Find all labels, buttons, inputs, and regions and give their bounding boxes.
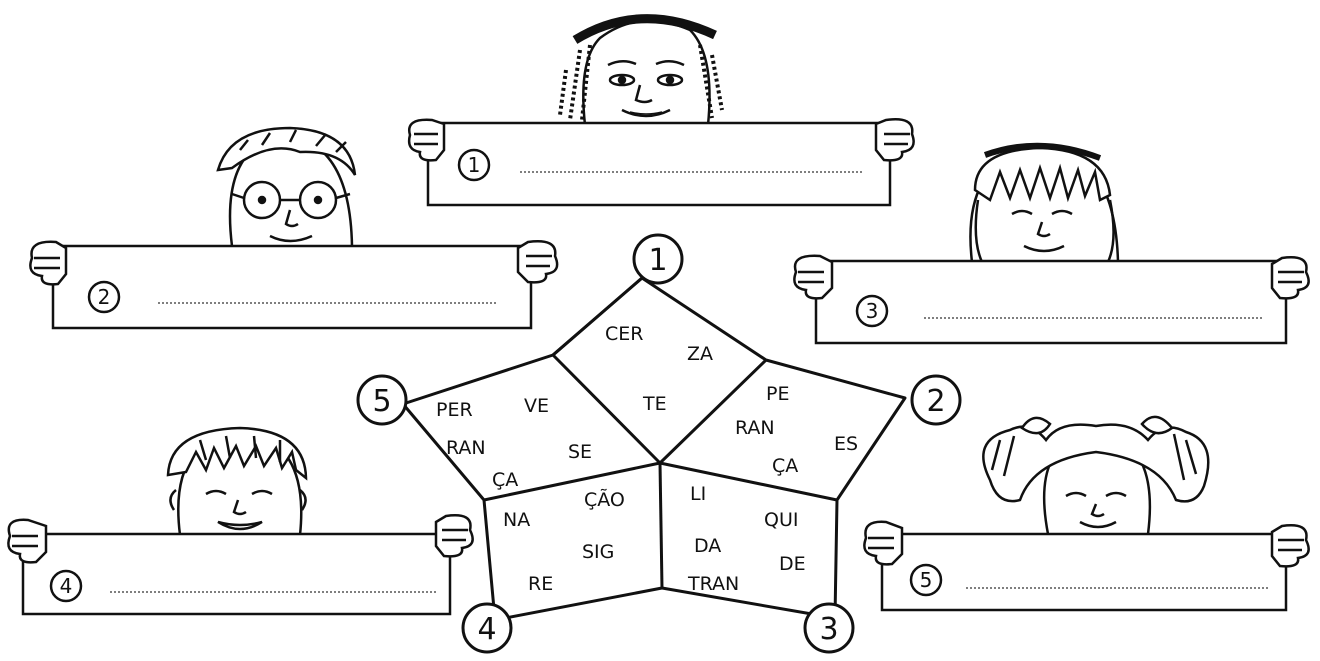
- star-region-5: PER VE RAN SE ÇA: [436, 395, 592, 491]
- syllable: SIG: [582, 541, 614, 563]
- child-2-number: 2: [98, 285, 111, 309]
- star-region-2: PE RAN ES ÇA: [735, 383, 858, 477]
- child-1-face: [558, 14, 724, 126]
- child-2: 2: [29, 126, 559, 330]
- child-5-face: [982, 415, 1210, 535]
- child-3-face: [969, 142, 1120, 263]
- syllable: ES: [834, 433, 858, 455]
- syllable: CER: [605, 323, 643, 345]
- child-4-sign: [21, 532, 452, 616]
- syllable-star: 1 2 3 4 5 CER ZA TE PE RAN ES ÇA: [356, 233, 962, 654]
- child-1: 1: [407, 14, 915, 207]
- child-5: 5: [863, 415, 1310, 612]
- star-point-2: 2: [910, 374, 962, 426]
- child-2-sign: [51, 244, 533, 330]
- child-5-hands: [863, 520, 1310, 568]
- child-4-hands: [7, 514, 474, 564]
- star-point-3: 3: [803, 602, 855, 654]
- syllable: RAN: [735, 417, 775, 439]
- star-point-5-label: 5: [372, 384, 391, 419]
- star-point-4-label: 4: [477, 612, 496, 647]
- child-3-hands: [793, 254, 1310, 300]
- star-region-1: CER ZA TE: [605, 323, 713, 415]
- syllable: LI: [690, 483, 706, 505]
- star-point-3-label: 3: [819, 612, 838, 647]
- syllable: SE: [568, 441, 592, 463]
- child-4-number-badge: 4: [49, 569, 83, 603]
- child-5-number: 5: [920, 568, 933, 592]
- syllable: ÇÃO: [584, 488, 625, 511]
- syllable: VE: [524, 395, 549, 417]
- child-3: 3: [793, 142, 1310, 345]
- child-1-sign: [426, 121, 892, 207]
- star-region-4: NA ÇÃO SIG RE: [503, 488, 625, 595]
- star-outline: [401, 276, 907, 622]
- syllable: TRAN: [687, 573, 739, 595]
- star-point-4: 4: [461, 602, 513, 654]
- syllable: TE: [642, 393, 667, 415]
- child-4-number: 4: [60, 574, 73, 598]
- child-5-sign: [880, 532, 1288, 612]
- syllable: QUI: [764, 509, 798, 531]
- syllable: DA: [694, 535, 721, 557]
- child-4-face: [166, 426, 308, 536]
- child-1-number-badge: 1: [457, 148, 491, 182]
- syllable: NA: [503, 509, 530, 531]
- child-3-number: 3: [866, 299, 879, 323]
- star-point-1-label: 1: [648, 243, 667, 278]
- child-1-hands: [407, 118, 915, 162]
- syllable: ÇA: [492, 469, 518, 491]
- child-3-sign: [814, 259, 1288, 345]
- star-point-1: 1: [632, 233, 684, 285]
- child-1-number: 1: [468, 153, 481, 177]
- syllable: DE: [779, 553, 806, 575]
- star-point-5: 5: [356, 374, 408, 426]
- star-region-3: LI QUI DA DE TRAN: [687, 483, 806, 595]
- child-3-number-badge: 3: [855, 294, 889, 328]
- child-5-number-badge: 5: [909, 563, 943, 597]
- syllable: PER: [436, 399, 473, 421]
- syllable: RAN: [446, 437, 486, 459]
- child-2-hands: [29, 240, 559, 286]
- syllable: RE: [528, 573, 553, 595]
- child-2-face: [216, 126, 357, 247]
- child-4: 4: [7, 426, 474, 616]
- syllable: PE: [766, 383, 789, 405]
- syllable: ZA: [687, 343, 713, 365]
- star-point-2-label: 2: [926, 384, 945, 419]
- child-2-number-badge: 2: [87, 280, 121, 314]
- syllable: ÇA: [772, 455, 798, 477]
